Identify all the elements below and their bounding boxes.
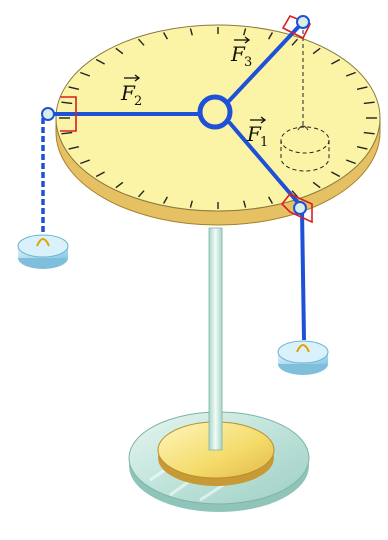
hanging-weight-right (278, 341, 328, 375)
support-pole (209, 228, 222, 450)
hanging-weight-left (18, 235, 68, 269)
label-f3-subscript: 3 (244, 55, 252, 70)
label-f1-subscript: 1 (260, 135, 268, 150)
center-ring-icon (200, 97, 230, 127)
label-f2-subscript: 2 (134, 94, 142, 109)
